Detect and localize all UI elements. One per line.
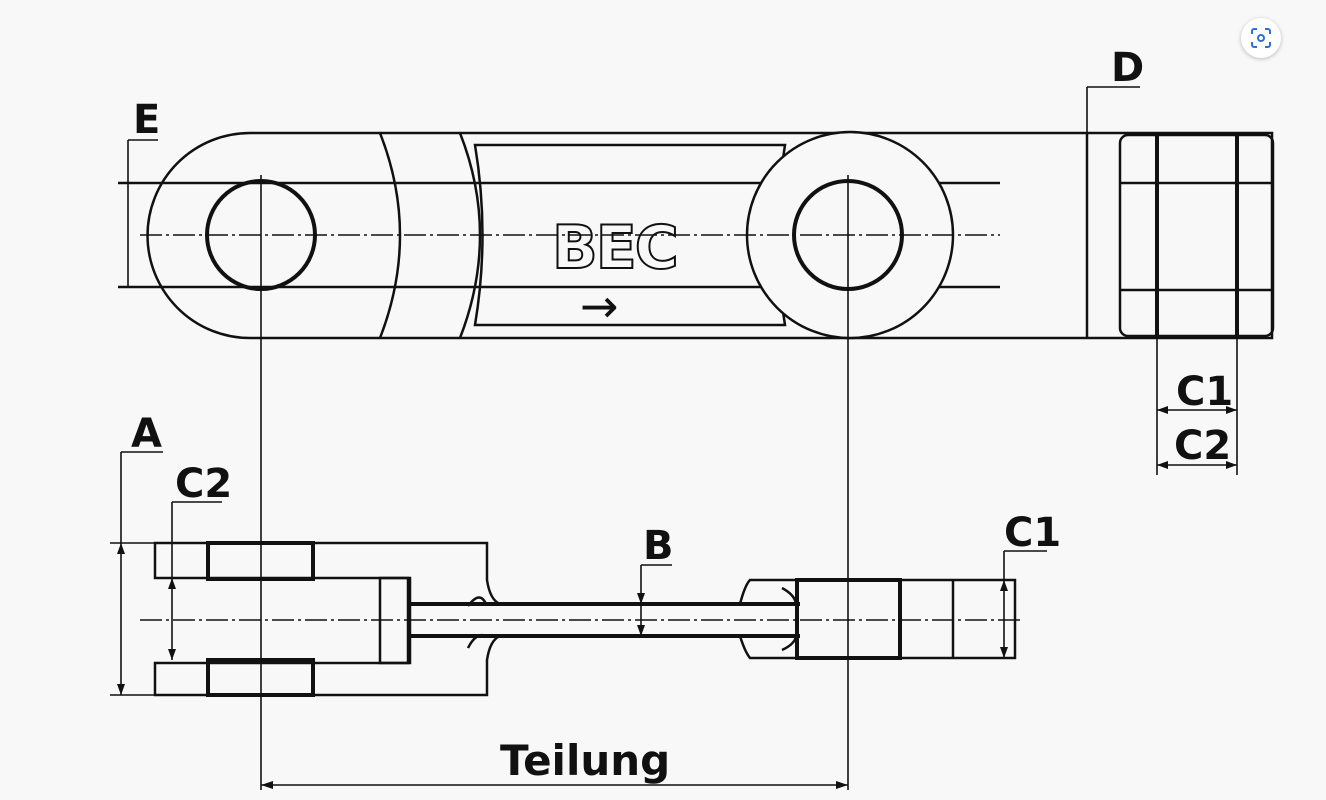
brand-marking: BEC →: [551, 212, 680, 333]
label-C2-top: C2: [1174, 423, 1231, 469]
label-D: D: [1111, 45, 1144, 91]
label-A: A: [131, 411, 162, 457]
label-E: E: [133, 97, 160, 143]
dimension-A: A: [110, 411, 163, 696]
label-C2-left: C2: [175, 461, 232, 507]
label-C1-right: C1: [1004, 510, 1061, 556]
dimension-C1-C2-top: C1 C2: [1157, 369, 1237, 469]
focus-frame-icon: [1251, 28, 1271, 48]
label-pitch: Teilung: [500, 736, 670, 785]
focus-view-button[interactable]: [1241, 18, 1281, 58]
link-top-view: [140, 541, 1020, 697]
link-end-view: [1085, 133, 1275, 475]
dimension-E: E: [127, 97, 160, 287]
dimension-D: D: [1086, 45, 1144, 133]
brand-text: BEC: [552, 213, 677, 283]
label-C1-top: C1: [1176, 369, 1233, 415]
link-plate-side-view: [118, 130, 1274, 790]
direction-arrow: →: [580, 279, 619, 333]
dimension-C2-left: C2: [168, 461, 232, 660]
dimension-C1-right: C1: [1000, 510, 1061, 658]
dimension-pitch: Teilung: [261, 736, 848, 789]
label-B: B: [643, 523, 674, 569]
dimension-B: B: [637, 523, 674, 636]
